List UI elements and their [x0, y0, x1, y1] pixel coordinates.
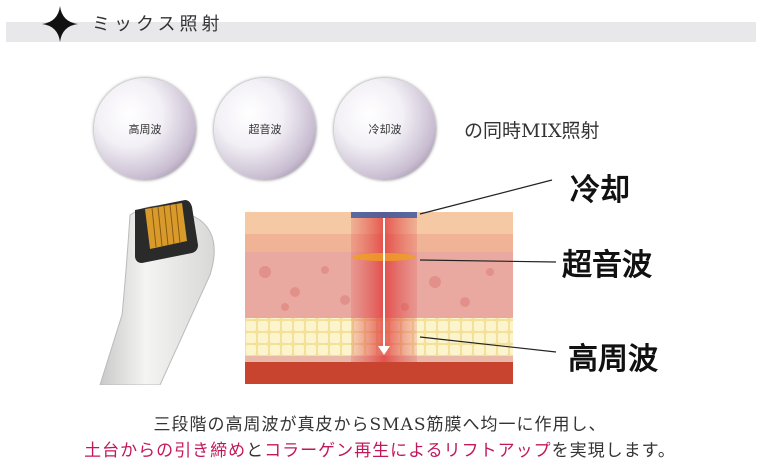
circle-rf: 高周波 — [94, 78, 196, 180]
section-title: ミックス照射 — [92, 14, 224, 35]
mix-irradiation-text: の同時MIX照射 — [464, 120, 600, 142]
caption-highlight-1: 土台からの引き締め — [84, 441, 247, 461]
caption-highlight-2: コラーゲン再生によるリフトアップ — [264, 441, 552, 461]
sparkle-star-icon — [42, 6, 78, 42]
label-rf: 高周波 — [568, 342, 658, 377]
circle-cooling: 冷却波 — [334, 78, 436, 180]
skin-layers-diagram — [245, 212, 513, 384]
circle-label: 超音波 — [248, 123, 282, 136]
caption-text: を実現します。 — [551, 441, 676, 461]
label-ultrasound: 超音波 — [562, 248, 652, 283]
header-bar — [6, 22, 756, 42]
caption-line-2: 土台からの引き締めとコラーゲン再生によるリフトアップを実現します。 — [0, 436, 760, 461]
circle-ultrasound: 超音波 — [214, 78, 316, 180]
circle-label: 冷却波 — [368, 123, 402, 136]
caption-line-1: 三段階の高周波が真皮からSMAS筋膜へ均一に作用し、 — [153, 415, 607, 435]
caption-text: と — [246, 441, 265, 461]
handpiece-device-illustration — [99, 200, 215, 385]
circle-label: 高周波 — [128, 123, 162, 136]
label-cool: 冷却 — [570, 173, 630, 208]
